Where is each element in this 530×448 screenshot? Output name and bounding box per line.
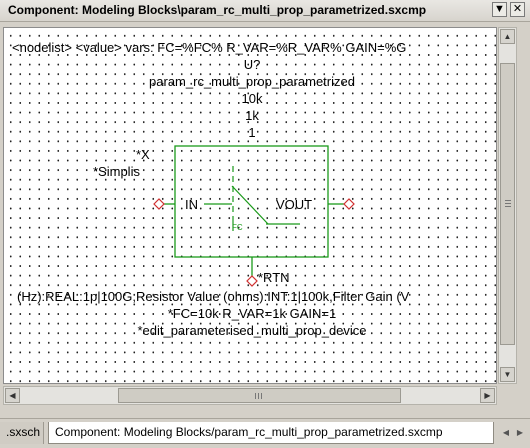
- tab-label: Component: Modeling Blocks/param_rc_mult…: [55, 425, 443, 439]
- switch-blade: [231, 185, 269, 225]
- pin-in-label: IN: [185, 197, 198, 212]
- tab-label: .sxsch: [6, 425, 41, 439]
- pin-out-label: VOUT: [276, 197, 312, 212]
- window-title: Component: Modeling Blocks\param_rc_mult…: [8, 3, 427, 17]
- value-1: 1: [248, 125, 255, 140]
- component-symbol[interactable]: FC: [153, 145, 355, 287]
- schematic-drawing: <nodelist> <value> vars: FC=%FC% R_VAR=%…: [12, 40, 410, 338]
- schematic-canvas[interactable]: <nodelist> <value> vars: FC=%FC% R_VAR=%…: [3, 27, 497, 384]
- value-1k: 1k: [245, 108, 259, 123]
- pin-rtn-marker[interactable]: [246, 275, 258, 287]
- close-icon: ✕: [512, 3, 523, 15]
- title-bar: Component: Modeling Blocks\param_rc_mult…: [0, 0, 530, 22]
- tab-scroll-right-button[interactable]: ▶: [514, 426, 526, 438]
- horizontal-scroll-thumb[interactable]: [118, 388, 401, 403]
- chevron-down-icon: ▼: [503, 370, 512, 379]
- chevron-right-icon: ▶: [516, 427, 524, 437]
- grip-line: [255, 393, 256, 399]
- value-10k: 10k: [242, 91, 263, 106]
- pin-in-marker[interactable]: [153, 198, 165, 210]
- tab-component[interactable]: Component: Modeling Blocks/param_rc_mult…: [48, 422, 494, 444]
- scroll-down-button[interactable]: ▼: [500, 367, 515, 382]
- name-label: param_rc_multi_prop_parametrized: [149, 74, 355, 89]
- scroll-right-button[interactable]: ▶: [480, 388, 495, 403]
- window-menu-button[interactable]: ▼: [492, 2, 507, 17]
- triangle-down-icon: ▼: [494, 3, 505, 15]
- pin-out-marker[interactable]: [343, 198, 355, 210]
- scrollbar-corner: [498, 386, 517, 405]
- params-label: (Hz):REAL:1p|100G,Resistor Value (ohms):…: [17, 289, 410, 304]
- vertical-scrollbar[interactable]: ▲ ▼: [498, 27, 517, 384]
- vars-label: *FC=10k R_VAR=1k GAIN=1: [168, 306, 336, 321]
- edit-label: *edit_parameterised_multi_prop_device: [137, 323, 366, 338]
- tab-sxsch[interactable]: .sxsch: [0, 422, 44, 444]
- chevron-left-icon: ◀: [502, 427, 510, 437]
- tab-scroll-left-button[interactable]: ◀: [500, 426, 512, 438]
- horizontal-scrollbar[interactable]: ◀ ▶: [3, 386, 497, 405]
- chevron-up-icon: ▲: [503, 32, 512, 41]
- vertical-scroll-thumb[interactable]: [500, 63, 515, 345]
- scroll-up-button[interactable]: ▲: [500, 29, 515, 44]
- rtn-label: *RTN: [258, 270, 290, 285]
- nodelist-label: <nodelist> <value> vars: FC=%FC% R_VAR=%…: [12, 40, 406, 55]
- grip-line: [261, 393, 262, 399]
- scroll-left-button[interactable]: ◀: [5, 388, 20, 403]
- grip-line: [505, 200, 511, 201]
- star-x-label: *X: [136, 147, 150, 162]
- document-tab-bar: .sxsch Component: Modeling Blocks/param_…: [0, 418, 530, 448]
- chevron-left-icon: ◀: [9, 391, 16, 400]
- simplis-label: *Simplis: [93, 164, 140, 179]
- fc-label: FC: [232, 223, 243, 232]
- chevron-right-icon: ▶: [484, 391, 491, 400]
- ref-label: U?: [244, 57, 261, 72]
- grip-line: [505, 203, 511, 204]
- grip-line: [258, 393, 259, 399]
- close-button[interactable]: ✕: [510, 2, 525, 17]
- grip-line: [505, 206, 511, 207]
